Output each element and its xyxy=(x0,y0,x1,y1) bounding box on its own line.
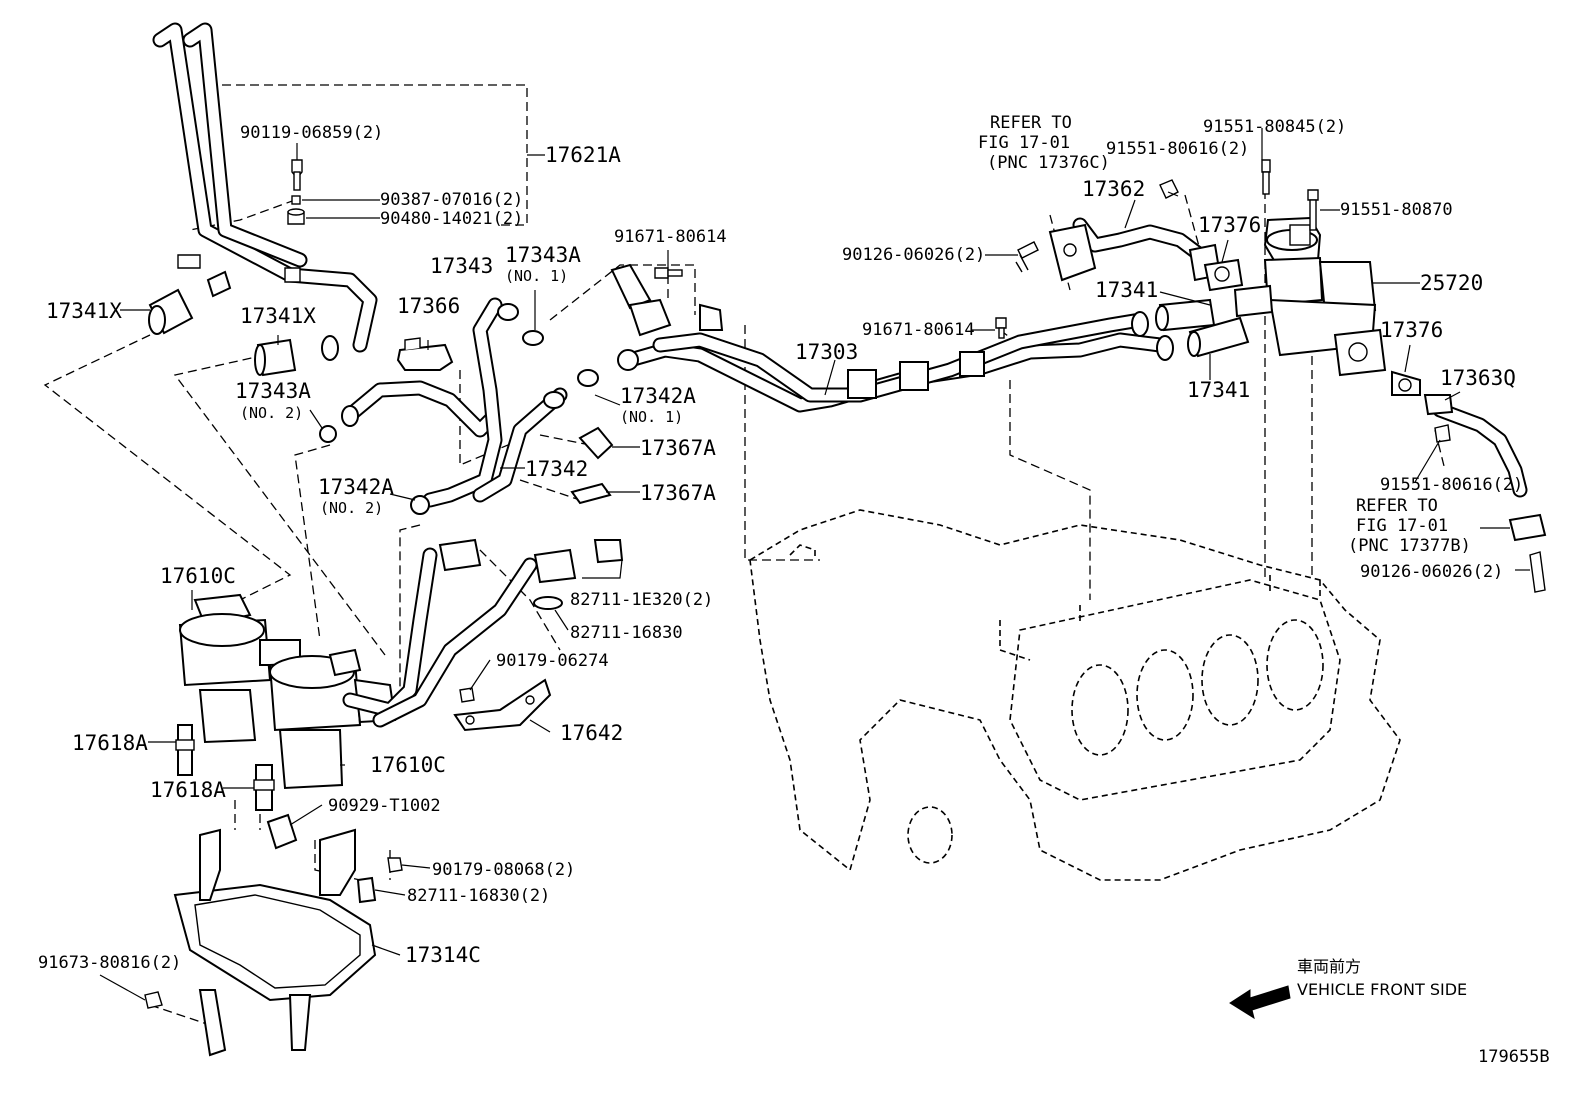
label-17303: 17303 xyxy=(795,340,858,364)
label-17376-right: 17376 xyxy=(1380,318,1443,342)
part-labels: 17621A 90119-06859(2) 90387-07016(2) 904… xyxy=(38,113,1523,973)
label-refer-a-line2: FIG 17-01 xyxy=(978,133,1070,153)
pipe-17363Q xyxy=(1391,370,1547,593)
label-90387: 90387-07016(2) xyxy=(380,190,523,210)
label-17341X-left: 17341X xyxy=(46,299,122,323)
bracket-17314C xyxy=(173,828,377,1057)
label-17342: 17342 xyxy=(525,457,588,481)
label-25720: 25720 xyxy=(1420,271,1483,295)
label-17343A-no1: 17343A xyxy=(505,243,581,267)
label-17618A-upper: 17618A xyxy=(72,731,148,755)
air-pump-17610C-lower xyxy=(268,648,397,790)
engine-block xyxy=(749,509,1401,881)
direction-label-en: VEHICLE FRONT SIDE xyxy=(1297,980,1467,999)
label-91551-80845: 91551-80845(2) xyxy=(1203,117,1346,137)
label-90119: 90119-06859(2) xyxy=(240,123,383,143)
label-17363Q: 17363Q xyxy=(1440,366,1516,390)
filters-17618A xyxy=(175,724,275,811)
bolt-washer-stack xyxy=(287,159,305,225)
label-91551-80616-bottom: 91551-80616(2) xyxy=(1380,475,1523,495)
wire-harness xyxy=(342,538,624,728)
label-17642: 17642 xyxy=(560,721,623,745)
label-17366: 17366 xyxy=(397,294,460,318)
bracket-17366 xyxy=(396,337,454,371)
label-17341-lower: 17341 xyxy=(1187,378,1250,402)
label-17362: 17362 xyxy=(1082,177,1145,201)
air-pipe-17621A xyxy=(152,22,378,353)
label-90929: 90929-T1002 xyxy=(328,796,441,816)
label-17314C: 17314C xyxy=(405,943,481,967)
label-17621A: 17621A xyxy=(545,143,621,167)
label-17342A-no2-sub: (NO. 2) xyxy=(320,499,383,517)
label-refer-a-line1: REFER TO xyxy=(990,113,1072,133)
label-90480: 90480-14021(2) xyxy=(380,209,523,229)
label-17376-top: 17376 xyxy=(1198,213,1261,237)
label-refer-b-line2: FIG 17-01 xyxy=(1356,516,1448,536)
air-pipe-17303 xyxy=(610,263,1174,413)
hose-17341X xyxy=(148,270,339,377)
pipe-17362 xyxy=(1015,179,1244,292)
label-17343A-no2-sub: (NO. 2) xyxy=(240,404,303,422)
label-17610C-lower: 17610C xyxy=(370,753,446,777)
direction-label-jp: 車両前方 xyxy=(1297,957,1361,976)
label-91551-80870: 91551-80870 xyxy=(1340,200,1453,220)
label-17343: 17343 xyxy=(430,254,493,278)
label-17343A-no2: 17343A xyxy=(235,379,311,403)
label-17367A-lower: 17367A xyxy=(640,481,716,505)
label-17367A-upper: 17367A xyxy=(640,436,716,460)
bracket-17642 xyxy=(453,678,552,732)
label-refer-a-line3: (PNC 17376C) xyxy=(987,153,1110,173)
air-switching-valve-25720 xyxy=(1233,159,1387,377)
front-arrow-icon xyxy=(1229,985,1291,1020)
air-pump-17610C-upper xyxy=(178,593,301,744)
label-82711-1E320: 82711-1E320(2) xyxy=(570,590,713,610)
figure-id: 179655B xyxy=(1478,1047,1550,1067)
hose-clamps xyxy=(319,330,614,515)
label-82711-16830: 82711-16830 xyxy=(570,623,683,643)
label-90126-left: 90126-06026(2) xyxy=(842,245,985,265)
bolts-91671 xyxy=(654,267,1007,339)
label-91673: 91673-80816(2) xyxy=(38,953,181,973)
label-17342A-no1-sub: (NO. 1) xyxy=(620,408,683,426)
label-17343A-no1-sub: (NO. 1) xyxy=(505,267,568,285)
label-91671-mid: 91671-80614 xyxy=(862,320,975,340)
small-fasteners xyxy=(144,813,403,1009)
label-90179-06274: 90179-06274 xyxy=(496,651,609,671)
label-17342A-no1: 17342A xyxy=(620,384,696,408)
label-refer-b-line3: (PNC 17377B) xyxy=(1348,536,1471,556)
label-17341X: 17341X xyxy=(240,304,316,328)
label-17610C-upper: 17610C xyxy=(160,564,236,588)
label-90179-08068: 90179-08068(2) xyxy=(432,860,575,880)
label-82711-16830-2: 82711-16830(2) xyxy=(407,886,550,906)
label-17618A-lower: 17618A xyxy=(150,778,226,802)
hose-17343-17342 xyxy=(341,297,568,508)
leader-lines xyxy=(99,128,1530,1001)
label-17341-upper: 17341 xyxy=(1095,278,1158,302)
vehicle-front-indicator: 車両前方 VEHICLE FRONT SIDE xyxy=(1229,957,1467,1020)
hose-17341 xyxy=(1155,298,1250,358)
label-17342A-no2: 17342A xyxy=(318,475,394,499)
label-91671-top: 91671-80614 xyxy=(614,227,727,247)
label-90126-right: 90126-06026(2) xyxy=(1360,562,1503,582)
label-refer-b-line1: REFER TO xyxy=(1356,496,1438,516)
label-91551-80616-top: 91551-80616(2) xyxy=(1106,139,1249,159)
